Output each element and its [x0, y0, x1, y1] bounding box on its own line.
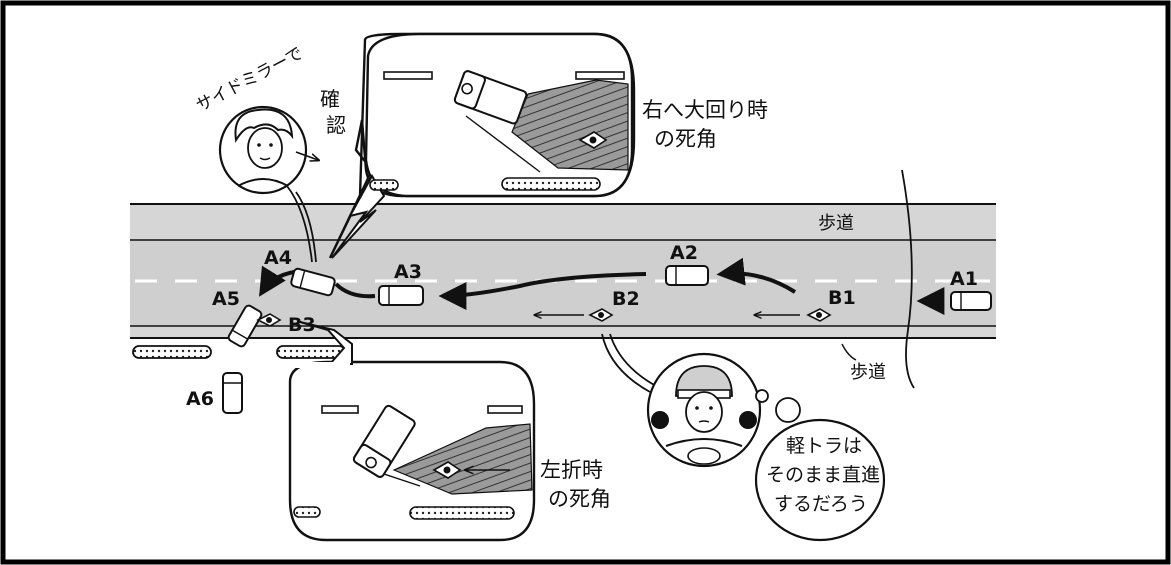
- right-turn-caption: 右へ大回り時 の死角: [642, 98, 768, 151]
- label-a6: A6: [186, 388, 214, 410]
- truck-path: [259, 257, 797, 310]
- driver-portrait: [218, 105, 318, 263]
- thought-caption: 軽トラは そのまま直進 するだろう: [766, 435, 880, 515]
- left-turn-caption: 左折時 の死角: [540, 458, 611, 511]
- thought-bubble: [754, 389, 886, 542]
- thought-text-2: そのまま直進: [766, 464, 880, 486]
- vehicle-a3: [378, 285, 424, 306]
- mirror-check-text-3: 認: [326, 113, 346, 137]
- sidewalk-bottom-band: [130, 326, 996, 338]
- thought-text-1: 軽トラは: [786, 435, 862, 457]
- vehicle-a4: [290, 267, 336, 297]
- label-a4: A4: [264, 247, 292, 269]
- vehicle-a1: [916, 287, 992, 315]
- bicycle-b1: [755, 308, 832, 322]
- label-a2: A2: [670, 242, 698, 264]
- mirror-check-text-2: 確: [320, 87, 340, 111]
- label-a1: A1: [950, 268, 978, 290]
- vehicle-a2: [665, 265, 709, 286]
- vehicle-a5: [227, 304, 263, 348]
- cyclist-portrait: [601, 333, 762, 468]
- label-b2: B2: [612, 288, 640, 310]
- left-blind-text-2: の死角: [548, 487, 611, 511]
- sidewalk-label-top: 歩道: [818, 213, 854, 234]
- sidewalk-label-bottom: 歩道: [850, 362, 886, 383]
- bicycle-b2: [535, 308, 614, 322]
- bicycle-b3: [256, 313, 282, 327]
- road: [130, 169, 996, 389]
- label-b3: B3: [288, 314, 316, 336]
- label-a5: A5: [212, 288, 240, 310]
- sidewalk-top-band: [130, 204, 996, 240]
- label-b1: B1: [828, 287, 856, 309]
- right-blind-text-1: 右へ大回り時: [642, 98, 768, 122]
- vehicle-a6: [222, 372, 243, 414]
- thought-text-3: するだろう: [774, 493, 868, 515]
- curbs: [132, 345, 346, 359]
- blind-spot-bubble-right-turn: [328, 32, 636, 259]
- right-blind-text-2: の死角: [654, 127, 717, 151]
- left-blind-text-1: 左折時: [540, 458, 603, 482]
- label-a3: A3: [394, 261, 422, 283]
- blind-spot-bubble-left-turn: [288, 321, 536, 542]
